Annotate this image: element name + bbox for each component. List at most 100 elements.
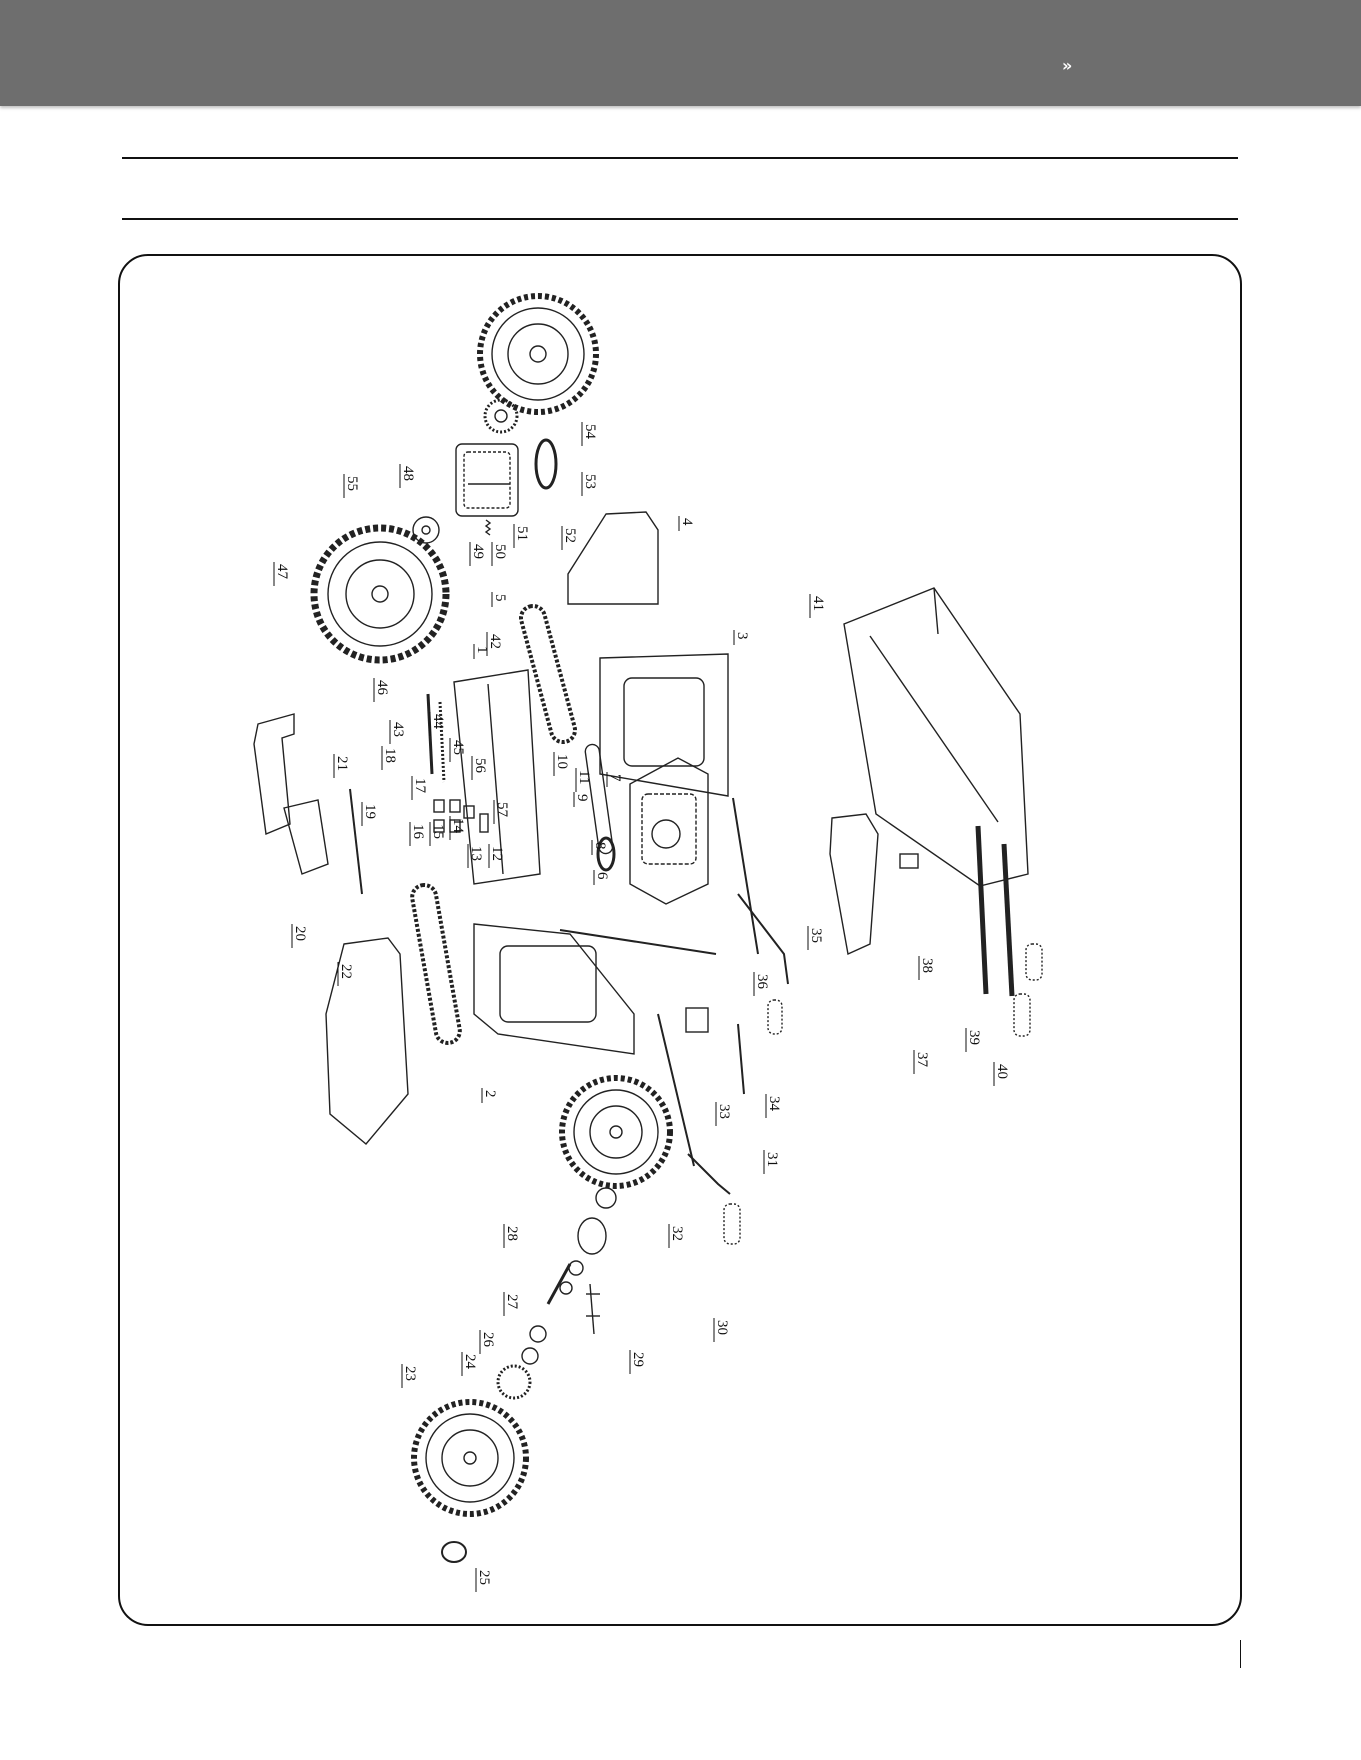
part-number: 45 xyxy=(450,740,466,755)
chain-left xyxy=(410,883,461,1045)
part-number: 57 xyxy=(494,802,510,818)
part-number: 53 xyxy=(582,474,598,489)
part-label-44: 44 xyxy=(430,712,446,736)
part-label-30: 30 xyxy=(714,1318,730,1342)
title-rule-bottom xyxy=(122,218,1238,220)
part-label-23: 23 xyxy=(402,1364,418,1388)
part-number: 54 xyxy=(582,424,598,440)
rod-34 xyxy=(738,1024,744,1094)
part-number: 8 xyxy=(592,842,608,850)
part-label-26: 26 xyxy=(480,1330,496,1354)
part-number: 31 xyxy=(764,1152,780,1167)
part-number: 47 xyxy=(274,564,290,580)
part-number: 36 xyxy=(754,974,770,990)
part-number: 11 xyxy=(576,770,592,784)
part-number: 28 xyxy=(504,1226,520,1241)
part-labels: 1234567891011121314151617181920212223242… xyxy=(274,422,1010,1592)
wheel-front xyxy=(562,1078,670,1186)
part-label-15: 15 xyxy=(430,822,446,846)
part-label-35: 35 xyxy=(808,926,824,950)
part-number: 41 xyxy=(810,596,826,611)
part-number: 49 xyxy=(470,544,486,559)
part-label-19: 19 xyxy=(362,802,378,826)
part-label-52: 52 xyxy=(562,526,578,550)
axle-28 xyxy=(548,1264,570,1304)
bracket-21 xyxy=(254,714,294,834)
rod-19 xyxy=(350,789,362,894)
part-label-17: 17 xyxy=(412,776,428,800)
part-number: 35 xyxy=(808,928,824,943)
bracket-20 xyxy=(284,800,328,874)
part-label-32: 32 xyxy=(669,1224,685,1248)
shaft-32 xyxy=(658,1014,694,1166)
grip-30 xyxy=(724,1204,740,1244)
part-number: 4 xyxy=(679,518,695,526)
part-label-27: 27 xyxy=(504,1292,520,1316)
part-number: 30 xyxy=(714,1320,730,1335)
part-number: 34 xyxy=(766,1096,782,1112)
part-number: 27 xyxy=(504,1294,520,1310)
spring-50 xyxy=(486,520,490,535)
block-33 xyxy=(686,1008,708,1032)
part-label-41: 41 xyxy=(810,594,826,618)
part-number: 56 xyxy=(472,758,488,774)
part-number: 22 xyxy=(338,964,354,979)
part-label-53: 53 xyxy=(582,472,598,496)
side-panel-4 xyxy=(568,512,658,604)
sprocket-top xyxy=(485,400,517,432)
part-label-40: 40 xyxy=(994,1062,1010,1086)
part-number: 3 xyxy=(734,632,750,640)
part-number: 43 xyxy=(390,722,406,737)
part-label-21: 21 xyxy=(334,754,350,778)
part-number: 29 xyxy=(630,1352,646,1367)
part-number: 46 xyxy=(374,680,390,696)
part-label-25: 25 xyxy=(476,1568,492,1592)
part-label-50: 50 xyxy=(492,542,508,566)
part-label-46: 46 xyxy=(374,678,390,702)
part-number: 55 xyxy=(344,476,360,491)
part-label-22: 22 xyxy=(338,962,354,986)
part-number: 39 xyxy=(966,1030,982,1045)
part-label-43: 43 xyxy=(390,720,406,744)
title-rule-top xyxy=(122,157,1238,159)
wheel-top xyxy=(480,296,596,412)
part-label-36: 36 xyxy=(754,972,770,996)
part-number: 5 xyxy=(492,594,508,602)
part-number: 50 xyxy=(492,544,508,559)
tube-39 xyxy=(978,826,986,994)
wheel-left xyxy=(314,528,446,660)
part-label-47: 47 xyxy=(274,562,290,586)
part-number: 20 xyxy=(292,926,308,941)
part-number: 32 xyxy=(669,1226,685,1241)
part-label-37: 37 xyxy=(914,1050,930,1074)
part-number: 38 xyxy=(919,958,935,973)
part-label-16: 16 xyxy=(410,822,426,846)
engine-6 xyxy=(630,758,708,904)
part-number: 44 xyxy=(430,714,446,730)
part-number: 18 xyxy=(382,748,398,763)
chevron-right-icon[interactable]: » xyxy=(1062,56,1072,75)
part-label-56: 56 xyxy=(472,756,488,780)
part-number: 37 xyxy=(914,1052,930,1068)
header-bar: » xyxy=(0,0,1361,106)
part-label-49: 49 xyxy=(470,542,486,566)
part-label-10: 10 xyxy=(554,752,570,776)
part-label-28: 28 xyxy=(504,1224,520,1248)
part-label-51: 51 xyxy=(514,524,530,548)
hub-lower-2 xyxy=(578,1218,606,1254)
part-label-2: 2 xyxy=(482,1088,498,1103)
shroud-41 xyxy=(844,588,1028,886)
part-label-55: 55 xyxy=(344,474,360,498)
sprocket-24 xyxy=(498,1366,530,1398)
part-number: 26 xyxy=(480,1332,496,1348)
grip-40 xyxy=(1014,994,1030,1036)
wheel-bottom xyxy=(414,1402,526,1514)
part-label-24: 24 xyxy=(462,1352,478,1376)
lever-31 xyxy=(688,1154,730,1194)
part-number: 16 xyxy=(410,824,426,840)
part-number: 42 xyxy=(487,634,503,649)
part-number: 48 xyxy=(400,466,416,481)
part-label-38: 38 xyxy=(919,956,935,980)
part-label-33: 33 xyxy=(716,1102,732,1126)
part-label-4: 4 xyxy=(679,516,695,531)
